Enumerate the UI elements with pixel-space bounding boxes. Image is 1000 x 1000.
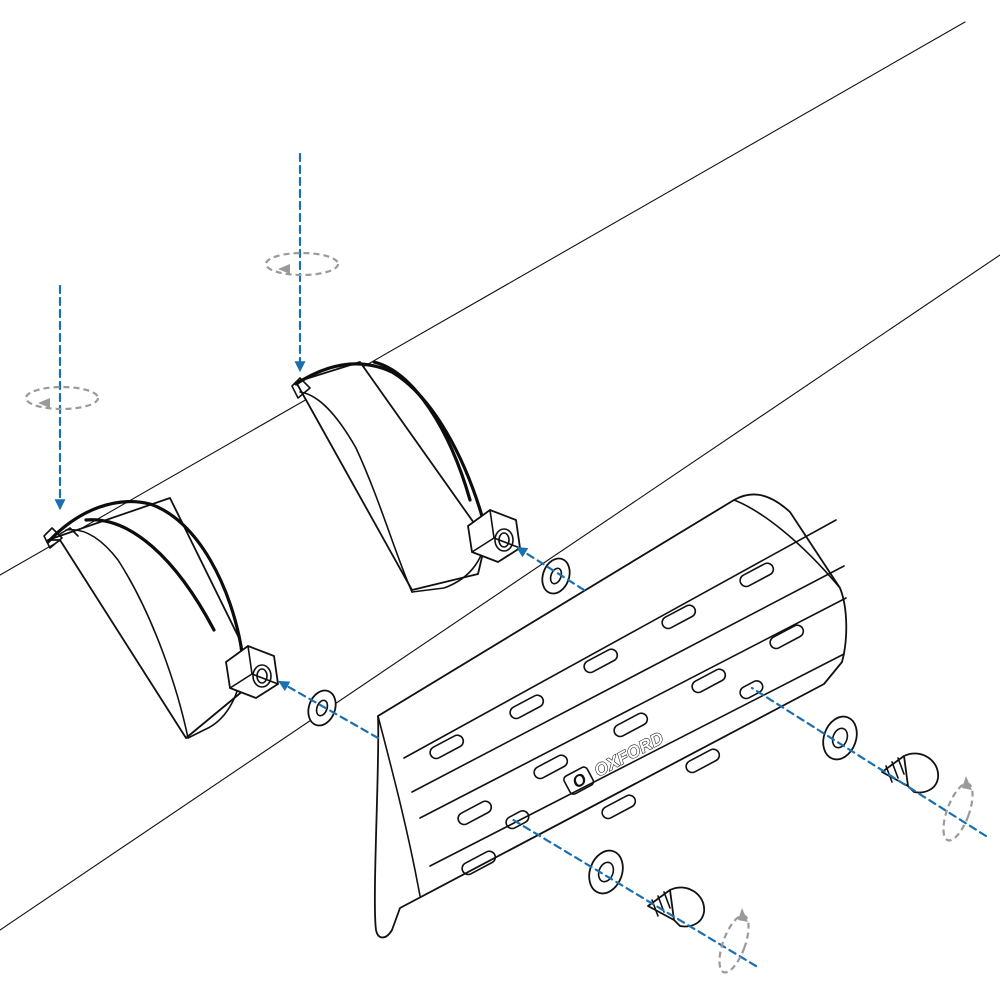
washer-right: [822, 715, 858, 761]
shield-slots: [429, 562, 805, 876]
axis-bolt-bottom: [508, 816, 758, 968]
axis-washer-upper: [516, 546, 586, 592]
rotate-icon-lower: [24, 385, 100, 411]
axis-washer-lower: [278, 680, 380, 740]
washer-lower-left: [307, 689, 337, 727]
button-head-bolt-bottom: [647, 886, 705, 928]
hose-clamp-lower: [43, 497, 245, 739]
washer-bottom: [588, 849, 624, 895]
washer-upper: [541, 557, 571, 595]
heat-shield: O OXFORD: [373, 493, 848, 939]
hose-clamp-upper: [291, 360, 488, 593]
rotate-icon-right-bolt: [942, 776, 974, 842]
clamp-nut-lower: [225, 645, 279, 699]
rotate-icon-bottom-bolt: [718, 908, 750, 974]
rotate-icon-upper: [264, 251, 340, 277]
fitting-axes: [54, 152, 988, 968]
axis-bolt-right: [750, 686, 988, 838]
clamp-nut-upper: [467, 509, 521, 563]
button-head-bolt-right: [881, 752, 939, 794]
exhaust-pipe: [0, 21, 1000, 931]
rotation-indicators: [24, 251, 974, 974]
